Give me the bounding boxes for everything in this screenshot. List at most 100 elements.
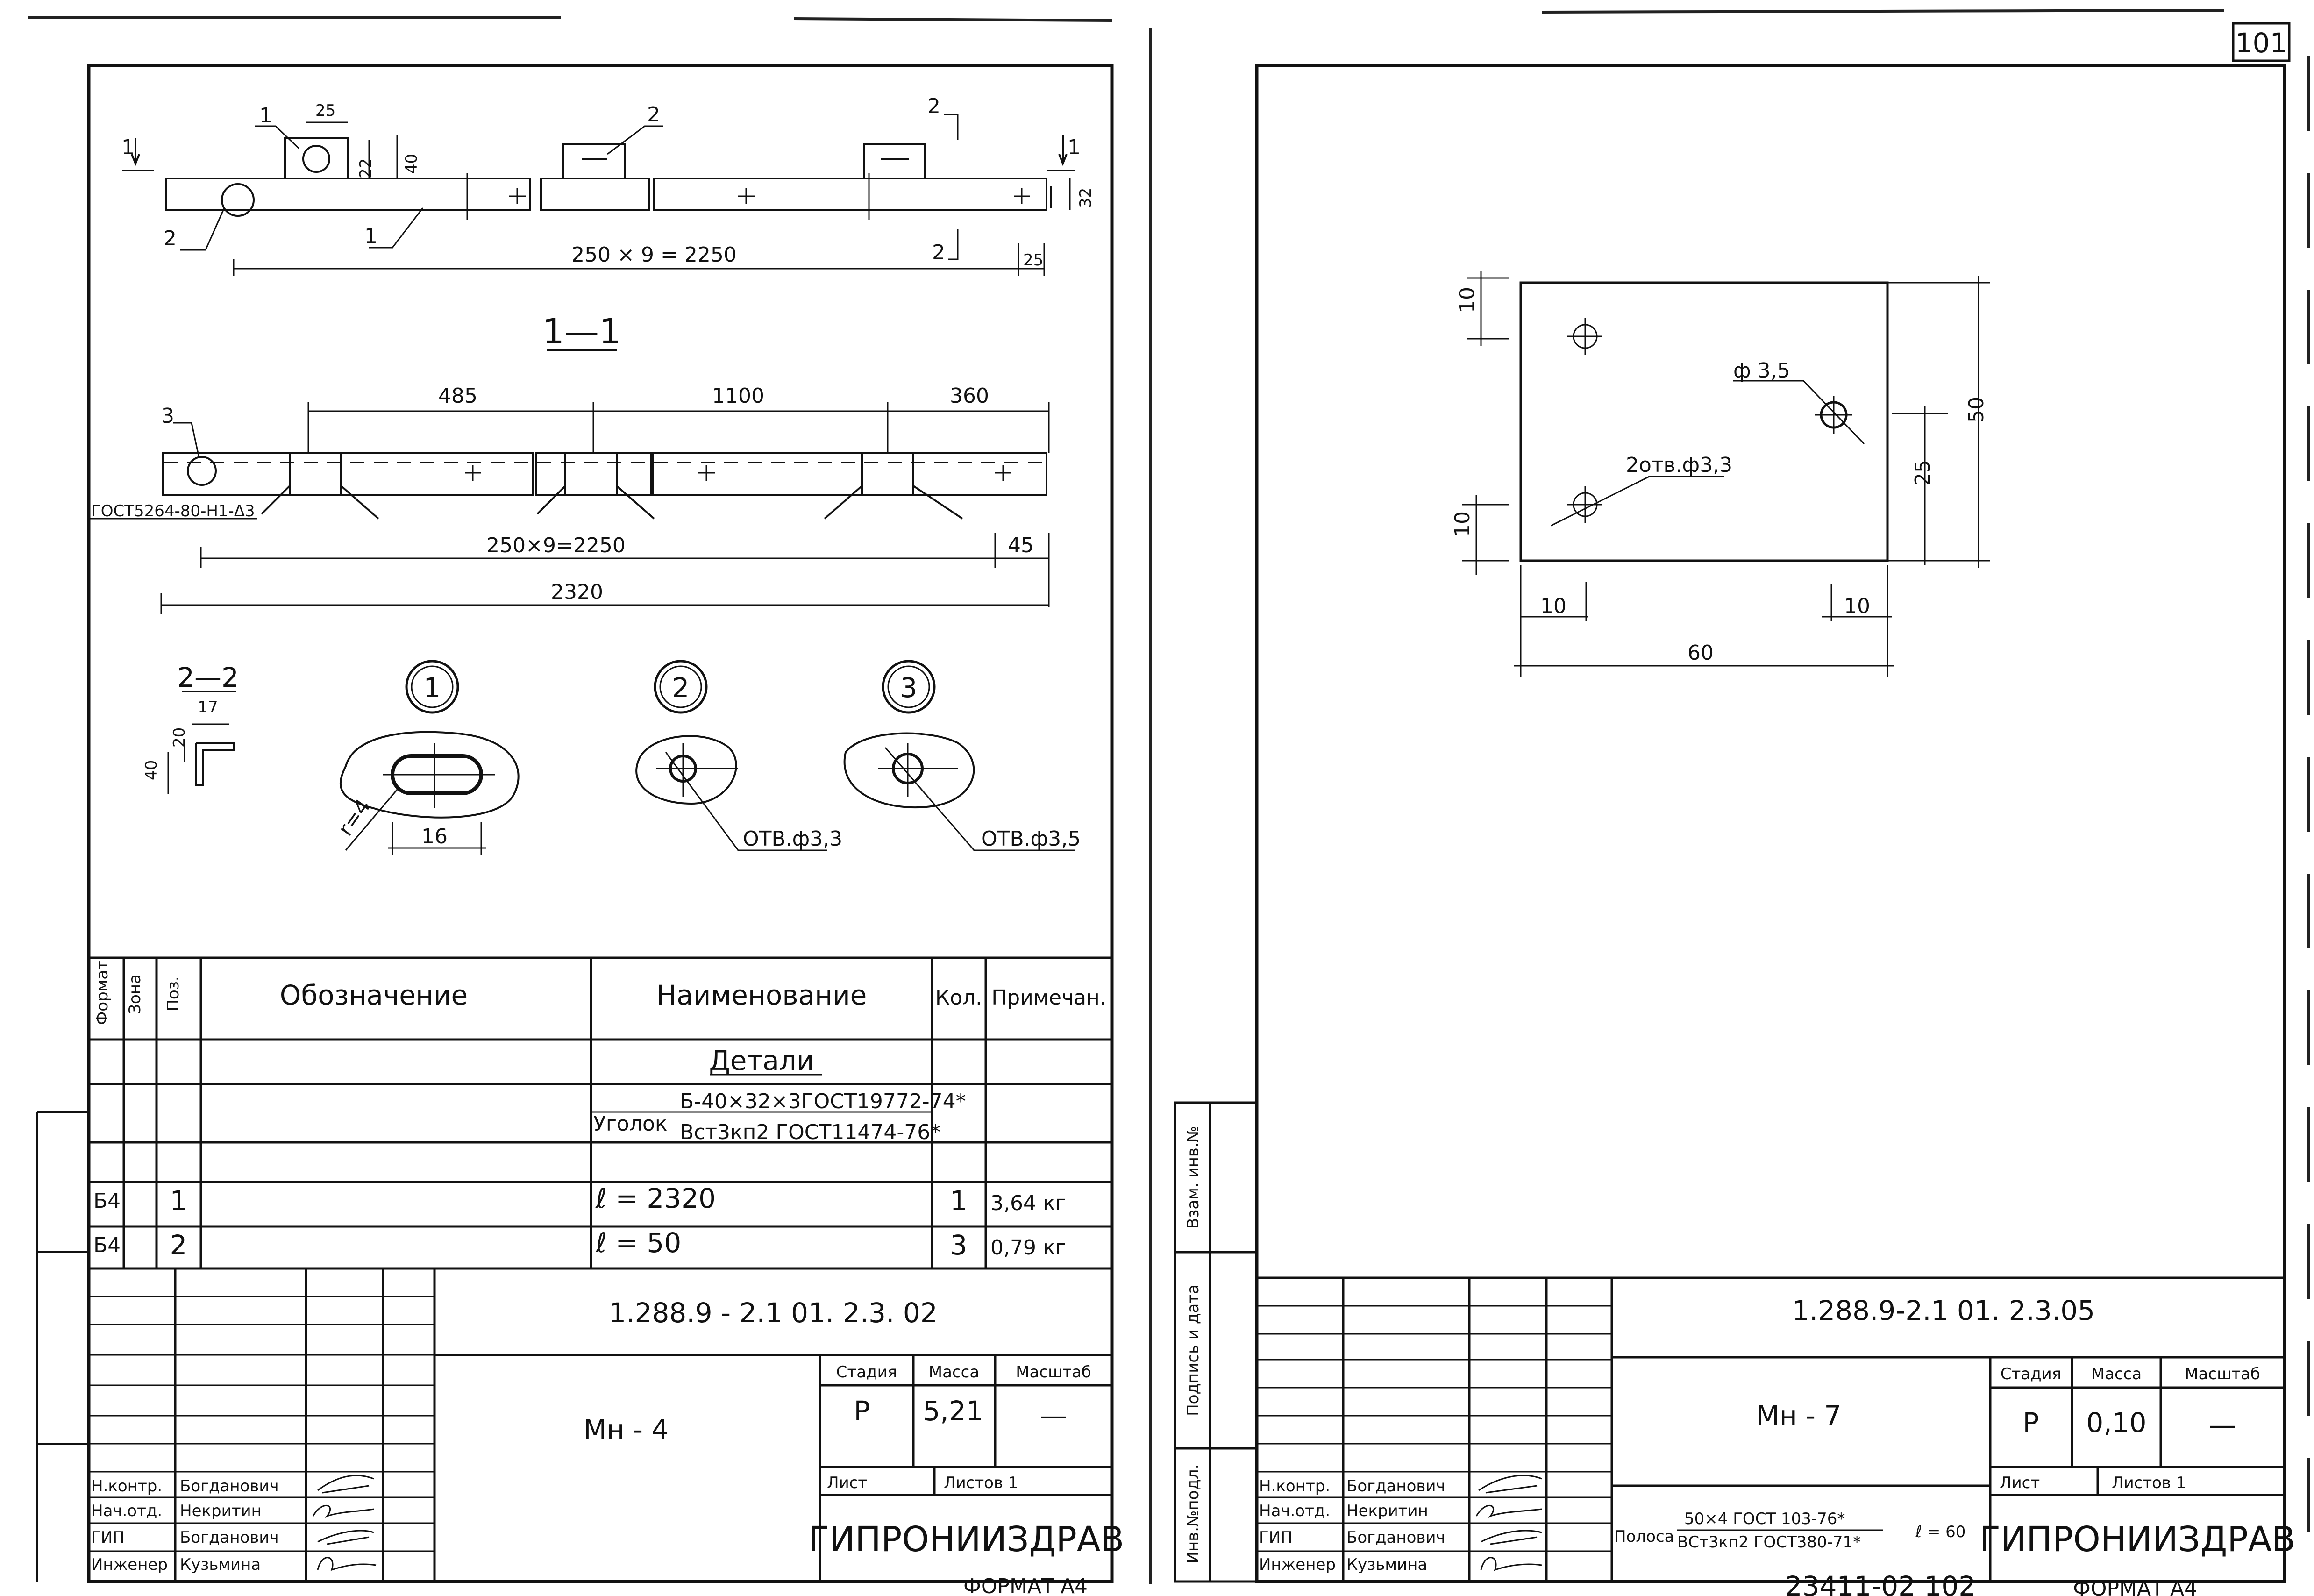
spec-row2-qty: 3 — [950, 1229, 968, 1261]
spec-row2-name: ℓ = 50 — [595, 1227, 681, 1259]
right-signer-name-4: Кузьмина — [1346, 1555, 1427, 1574]
left-signer-role-2: Нач.отд. — [91, 1502, 162, 1520]
dim-spacing-section: 250×9=2250 — [486, 534, 626, 557]
spec-header-format: Формат — [93, 961, 112, 1025]
left-mass-label: Масса — [929, 1363, 979, 1382]
stamp-replaced-inv: Взам. инв.№ — [1184, 1126, 1203, 1229]
left-scale-value: — — [1040, 1400, 1067, 1432]
right-sheet-label: Лист — [2000, 1474, 2040, 1492]
left-org-name: ГИПРОНИИЗДРАВ — [808, 1519, 1125, 1560]
spec-header-name: Наименование — [656, 979, 867, 1011]
left-title-block-grid — [89, 1268, 1112, 1582]
spec-row1-format: Б4 — [93, 1189, 121, 1213]
stamp-signature-date: Подпись и дата — [1184, 1284, 1203, 1416]
page-number: 101 — [2236, 27, 2287, 59]
callout-pos1-top: 1 — [259, 104, 272, 128]
plate-outline — [1519, 281, 1889, 562]
right-signer-name-2: Некритин — [1346, 1502, 1428, 1520]
right-mass-value: 0,10 — [2086, 1407, 2146, 1439]
spec-section-title: Детали — [709, 1045, 814, 1076]
plate-dim-60: 60 — [1687, 641, 1714, 665]
callout-pos1-bottom: 1 — [364, 224, 377, 248]
spec-row2-note: 0,79 кг — [990, 1236, 1066, 1260]
dim-22: 22 — [356, 158, 375, 178]
top-view-dimensions — [233, 121, 1071, 276]
detail-1-width: 16 — [421, 825, 448, 848]
cut-marker-2-bottom: 2 — [932, 241, 945, 264]
left-scale-label: Масштаб — [1016, 1363, 1091, 1382]
right-stage-label: Стадия — [2001, 1365, 2061, 1383]
right-signer-name-1: Богданович — [1346, 1477, 1445, 1496]
detail-3-hole: ОТВ.ф3,5 — [981, 827, 1081, 851]
callout-pos2-left: 2 — [164, 227, 177, 250]
spec-header-pos: Поз. — [164, 976, 183, 1011]
left-format-label: ФОРМАТ А4 — [963, 1575, 1088, 1596]
left-signer-role-3: ГИП — [91, 1528, 125, 1547]
right-stage-value: Р — [2023, 1407, 2039, 1439]
right-material-length: ℓ = 60 — [1915, 1523, 1965, 1541]
right-org-name: ГИПРОНИИЗДРАВ — [1979, 1519, 2296, 1560]
right-signer-name-3: Богданович — [1346, 1528, 1445, 1547]
left-doc-code: 1.288.9 - 2.1 01. 2.3. 02 — [609, 1297, 937, 1329]
detail-2-number: 2 — [672, 672, 690, 704]
spec-material-prefix: Уголок — [593, 1112, 667, 1136]
top-view-marks — [466, 173, 1030, 220]
right-signer-role-3: ГИП — [1259, 1528, 1293, 1547]
plate-dim-right10: 10 — [1844, 594, 1870, 618]
detail-1-number: 1 — [424, 672, 441, 704]
left-signer-role-4: Инженер — [91, 1555, 168, 1574]
plate-dim-25: 25 — [1911, 460, 1935, 486]
spec-header-zone: Зона — [126, 974, 144, 1014]
dim-2320: 2320 — [551, 580, 603, 604]
dim-32: 32 — [1076, 188, 1095, 208]
spec-material-bottom: Вст3кп2 ГОСТ11474-76* — [680, 1120, 940, 1144]
spec-row2-pos: 2 — [170, 1229, 187, 1261]
plate-hole-35: ф 3,5 — [1733, 359, 1790, 383]
spec-header-designation: Обозначение — [280, 979, 468, 1011]
right-scale-value: — — [2209, 1409, 2236, 1441]
plate-holes — [1551, 318, 1865, 527]
dim-1100: 1100 — [712, 384, 764, 408]
plate-dim-left10: 10 — [1540, 594, 1566, 618]
right-format-label: ФОРМАТ А4 — [2073, 1577, 2197, 1596]
callout-pos3: 3 — [161, 404, 174, 428]
dim-40: 40 — [402, 154, 421, 174]
dim-25-top: 25 — [315, 101, 335, 120]
cut-marker-1-right: 1 — [1068, 135, 1081, 159]
plate-dimensions — [1462, 271, 1990, 677]
page-number-box — [2232, 22, 2291, 62]
left-stage-value: Р — [854, 1395, 870, 1427]
detail-2: 2 ОТВ.ф3,3 — [635, 660, 842, 851]
left-mass-value: 5,21 — [923, 1395, 983, 1427]
right-scale-label: Масштаб — [2185, 1365, 2260, 1383]
spec-header-note: Примечан. — [991, 986, 1106, 1010]
right-material-top: 50×4 ГОСТ 103-76* — [1684, 1510, 1845, 1528]
left-stage-label: Стадия — [836, 1363, 897, 1382]
section-1-1-marks — [89, 422, 1011, 520]
dim-17: 17 — [198, 698, 218, 717]
plate-dim-top10: 10 — [1455, 287, 1479, 313]
left-signer-name-4: Кузьмина — [180, 1555, 261, 1574]
left-sheet-frame — [87, 64, 1114, 1583]
right-material-bottom: ВСт3кп2 ГОСТ380-71* — [1677, 1533, 1861, 1552]
scan-edges — [28, 9, 2310, 1584]
section-2-2-profile — [167, 723, 235, 794]
dim-20: 20 — [170, 727, 189, 748]
spec-row1-name: ℓ = 2320 — [595, 1183, 716, 1214]
dim-spacing-top: 250 × 9 = 2250 — [571, 243, 737, 267]
right-part-name: Мн - 7 — [1756, 1400, 1842, 1432]
left-signer-name-3: Богданович — [180, 1528, 279, 1547]
left-signatures — [312, 1475, 377, 1571]
right-side-stamp-strip — [1174, 1101, 1258, 1583]
cut-markers-1-1 — [122, 135, 1075, 171]
left-sheets-label: Листов 1 — [944, 1474, 1018, 1492]
top-view-callouts — [180, 114, 959, 260]
spec-table-grid — [89, 956, 1112, 1270]
right-sheets-label: Листов 1 — [2112, 1474, 2186, 1492]
left-signer-role-1: Н.контр. — [91, 1477, 162, 1496]
right-signatures — [1475, 1475, 1542, 1571]
callout-pos2-top: 2 — [647, 103, 660, 127]
left-part-name: Мн - 4 — [584, 1414, 669, 1446]
detail-2-hole: ОТВ.ф3,3 — [743, 827, 842, 851]
